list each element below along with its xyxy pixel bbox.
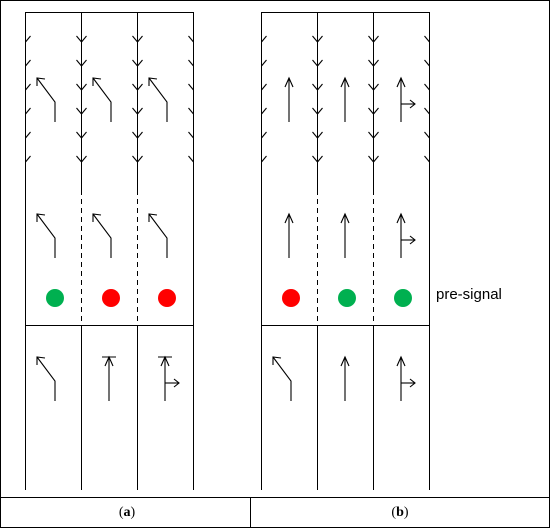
panel-a-edge-chevron xyxy=(25,107,31,115)
panel-b-divider-chevron xyxy=(312,107,323,115)
panel-a-divider-chevron xyxy=(76,131,87,139)
panel-b-lane2-arrow-middle-head xyxy=(340,212,350,224)
panel-b-edge-chevron xyxy=(424,107,430,115)
panel-b-lane2-arrow-upper-head xyxy=(340,76,350,88)
panel-a-lane1-arrow-lower xyxy=(36,356,56,401)
panel-b-edge-chevron xyxy=(424,83,430,91)
panel-b-lane3-arrow-lower-right-head xyxy=(409,378,416,388)
panel-b-lane3-arrow-lower-head xyxy=(396,355,406,367)
panel-a-divider-chevron xyxy=(76,35,87,43)
panel-b-divider-chevron xyxy=(368,59,379,67)
panel-b-edge-chevron xyxy=(261,155,267,163)
panel-b-lane1-arrow-middle-head xyxy=(284,212,294,224)
panel-a-lane1-arrow-lower-head xyxy=(36,356,46,365)
pre-signal-label: pre-signal xyxy=(436,286,502,303)
panel-a-lane3-signal-red xyxy=(158,289,176,307)
panel-b-lane1-signal-red xyxy=(282,289,300,307)
panel-b-divider-chevron xyxy=(368,155,379,163)
panel-b-lane2-arrow-lower-head xyxy=(340,355,350,367)
panel-a-lane3-arrow-lower-right-head xyxy=(173,378,180,388)
panel-a-divider-chevron xyxy=(132,35,143,43)
panel-a-lane3-arrow-upper xyxy=(148,77,168,122)
panel-a-edge-chevron xyxy=(188,59,194,67)
panel-b-caption: (b) xyxy=(391,505,409,520)
panel-b-lane3-arrow-middle-head xyxy=(396,212,406,224)
panel-a-lane1-arrow-upper-head xyxy=(36,77,46,86)
panel-a-caption: (a) xyxy=(118,505,136,520)
panel-a-lane3-arrow-middle xyxy=(148,213,168,258)
panel-a-lane2-arrow-upper xyxy=(92,77,112,122)
panel-a-edge-chevron xyxy=(25,155,31,163)
panel-b-edge-chevron xyxy=(424,155,430,163)
panel-a-divider-chevron xyxy=(132,59,143,67)
panel-a-edge-chevron xyxy=(25,59,31,67)
panel-a-lane2-arrow-upper-head xyxy=(92,77,102,86)
panel-a-divider-chevron xyxy=(132,83,143,91)
panel-b-divider-chevron xyxy=(312,131,323,139)
panel-a-lane1-arrow-middle-head xyxy=(36,213,46,222)
panel-b-edge-chevron xyxy=(261,35,267,43)
panel-a-edge-chevron xyxy=(25,35,31,43)
panel-b-divider-chevron xyxy=(312,155,323,163)
panel-b-edge-chevron xyxy=(424,59,430,67)
panel-a-lane1-signal-green xyxy=(46,289,64,307)
panel-b-lane1-arrow-lower xyxy=(272,356,292,401)
panel-b-lane3-signal-green xyxy=(394,289,412,307)
panel-a-lane1-arrow-middle xyxy=(36,213,56,258)
panel-b-edge-chevron xyxy=(261,59,267,67)
panel-a-divider-chevron xyxy=(76,59,87,67)
panel-b-divider-chevron xyxy=(312,83,323,91)
panel-a-edge-chevron xyxy=(188,83,194,91)
panel-a-lane2-arrow-middle-head xyxy=(92,213,102,222)
panel-b-divider-chevron xyxy=(368,35,379,43)
panel-b-edge-chevron xyxy=(261,83,267,91)
panel-a-divider-chevron xyxy=(132,131,143,139)
panel-b-divider-chevron xyxy=(368,131,379,139)
panel-a-edge-chevron xyxy=(188,131,194,139)
panel-a-lane2-signal-red xyxy=(102,289,120,307)
panel-a-lane2-arrow-middle xyxy=(92,213,112,258)
panel-b-edge-chevron xyxy=(424,35,430,43)
panel-b-divider-chevron xyxy=(312,35,323,43)
panel-b-lane2-signal-green xyxy=(338,289,356,307)
panel-b-lane1-arrow-upper-head xyxy=(284,76,294,88)
panel-a-edge-chevron xyxy=(188,107,194,115)
panel-a-divider-chevron xyxy=(132,107,143,115)
panel-b-edge-chevron xyxy=(424,131,430,139)
panel-a-edge-chevron xyxy=(188,35,194,43)
panel-b-divider-chevron xyxy=(368,107,379,115)
panel-b-lane3-arrow-middle-right-head xyxy=(409,235,416,245)
panel-b-lane1-arrow-lower-head xyxy=(272,356,282,365)
panel-a-edge-chevron xyxy=(25,131,31,139)
panel-b-divider-chevron xyxy=(312,59,323,67)
panel-a-edge-chevron xyxy=(188,155,194,163)
panel-a-edge-chevron xyxy=(25,83,31,91)
panel-b-divider-chevron xyxy=(368,83,379,91)
panel-b-lane3-arrow-upper-head xyxy=(396,76,406,88)
panel-a-divider-chevron xyxy=(76,83,87,91)
panel-b-edge-chevron xyxy=(261,107,267,115)
panel-a-lane1-arrow-upper xyxy=(36,77,56,122)
panel-a-divider-chevron xyxy=(76,107,87,115)
panel-a-lane3-arrow-upper-head xyxy=(148,77,158,86)
panel-a-lane3-arrow-middle-head xyxy=(148,213,158,222)
panel-b-edge-chevron xyxy=(261,131,267,139)
panel-a-divider-chevron xyxy=(132,155,143,163)
panel-a-divider-chevron xyxy=(76,155,87,163)
panel-b-lane3-arrow-upper-right-head xyxy=(409,99,416,109)
